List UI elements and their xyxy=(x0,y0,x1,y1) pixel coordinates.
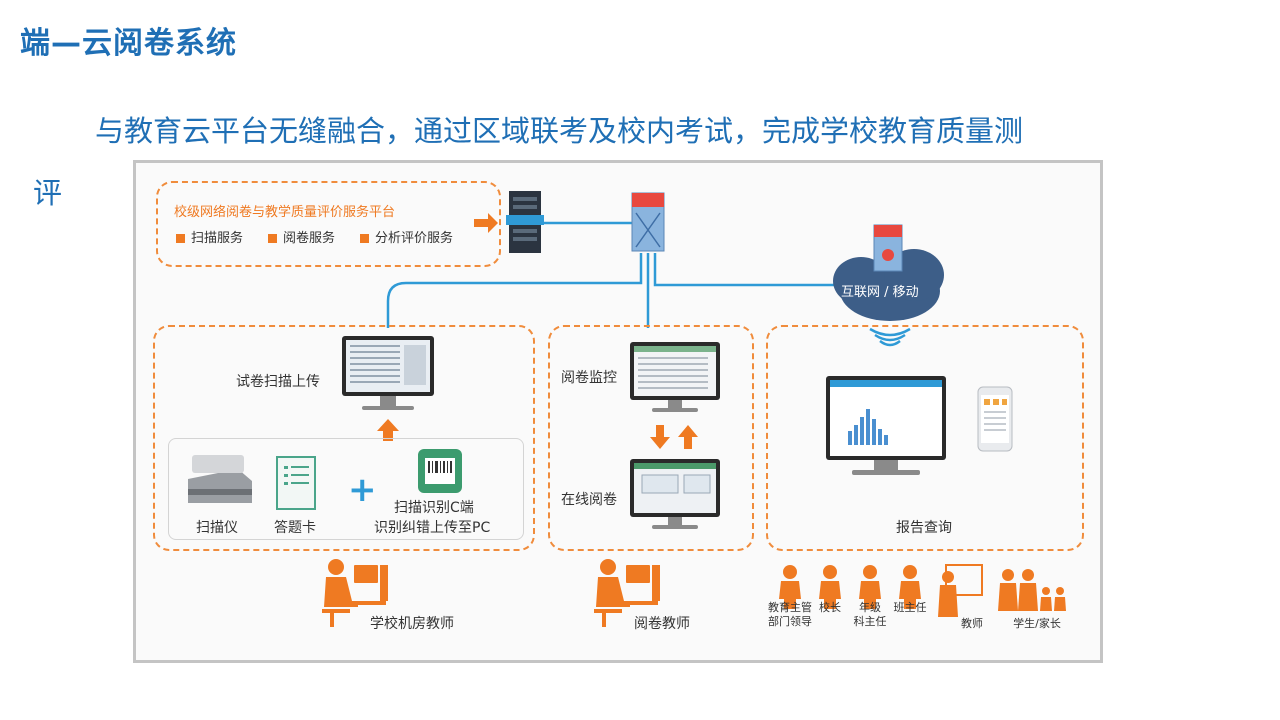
teacher-board-icon xyxy=(938,564,983,617)
arrow-up-icon xyxy=(377,419,399,441)
family-icon xyxy=(998,569,1066,611)
barcode-recognition-icon xyxy=(418,449,462,493)
scan-upload-label: 试卷扫描上传 xyxy=(236,374,320,390)
cloud-label: 互联网 / 移动 xyxy=(841,285,919,300)
online-grading-label: 在线阅卷 xyxy=(561,492,617,508)
grading-monitor-label: 阅卷监控 xyxy=(561,370,617,386)
grading-monitor-icon xyxy=(630,342,720,412)
report-section-box xyxy=(766,325,1084,551)
role-officer-label: 教育主管部门领导 xyxy=(768,601,812,628)
slide-title: 端—云阅卷系统 xyxy=(20,26,237,61)
wifi-icon xyxy=(869,327,911,347)
service-grading: 阅卷服务 xyxy=(268,227,335,246)
scanner-icon xyxy=(188,455,252,503)
role-student-parent-label: 学生/家长 xyxy=(1013,617,1061,630)
server-icon xyxy=(506,191,544,253)
role-people-icons xyxy=(779,564,1066,617)
answer-card-icon xyxy=(276,456,316,510)
scan-devices-panel xyxy=(168,438,524,540)
lab-teacher-icon xyxy=(322,559,388,627)
bullet-square-icon xyxy=(360,234,369,243)
plus-sign: + xyxy=(348,470,377,510)
phone-icon xyxy=(977,386,1013,452)
recognition-line2: 识别纠错上传至PC xyxy=(374,520,491,536)
grading-section-box xyxy=(548,325,754,551)
scan-section-box xyxy=(153,325,535,551)
principal-icon xyxy=(819,565,841,609)
service-analysis: 分析评价服务 xyxy=(360,227,453,246)
switch-icon xyxy=(631,192,665,252)
service-scan: 扫描服务 xyxy=(176,227,243,246)
role-grade-head-label: 年级科主任 xyxy=(853,601,887,628)
officer-icon xyxy=(779,565,801,609)
report-label: 报告查询 xyxy=(896,520,952,536)
answer-card-label: 答题卡 xyxy=(274,520,316,536)
platform-title: 校级网络阅卷与教学质量评价服务平台 xyxy=(174,205,396,220)
recognition-line1: 扫描识别C端 xyxy=(394,500,474,516)
class-teacher-icon xyxy=(899,565,921,609)
bullet-square-icon xyxy=(268,234,277,243)
scan-upload-monitor-icon xyxy=(342,336,434,410)
grading-teacher-label: 阅卷教师 xyxy=(634,616,690,632)
role-teacher-label: 教师 xyxy=(961,617,983,630)
grading-teacher-icon xyxy=(594,559,660,627)
lab-teacher-label: 学校机房教师 xyxy=(370,616,454,632)
bullet-square-icon xyxy=(176,234,185,243)
platform-box: 校级网络阅卷与教学质量评价服务平台 扫描服务 阅卷服务 分析评价服务 xyxy=(156,181,501,267)
role-principal-label: 校长 xyxy=(819,601,841,614)
slide-subtitle-line1: 与教育云平台无缝融合，通过区域联考及校内考试，完成学校教育质量测 xyxy=(95,114,1024,148)
diagram-graphics: + xyxy=(188,191,1066,627)
slide-subtitle-line2: 评 xyxy=(33,176,63,210)
online-grading-monitor-icon xyxy=(630,459,720,529)
system-diagram: + xyxy=(133,160,1103,663)
role-class-teacher-label: 班主任 xyxy=(893,601,927,614)
arrow-down-icon xyxy=(650,425,670,449)
scanner-label: 扫描仪 xyxy=(196,520,238,536)
arrow-right-icon xyxy=(474,213,498,233)
report-monitor-icon xyxy=(826,376,946,475)
cloud-icon xyxy=(833,224,944,321)
arrow-up-icon-2 xyxy=(678,425,698,449)
grade-head-icon xyxy=(859,565,881,609)
